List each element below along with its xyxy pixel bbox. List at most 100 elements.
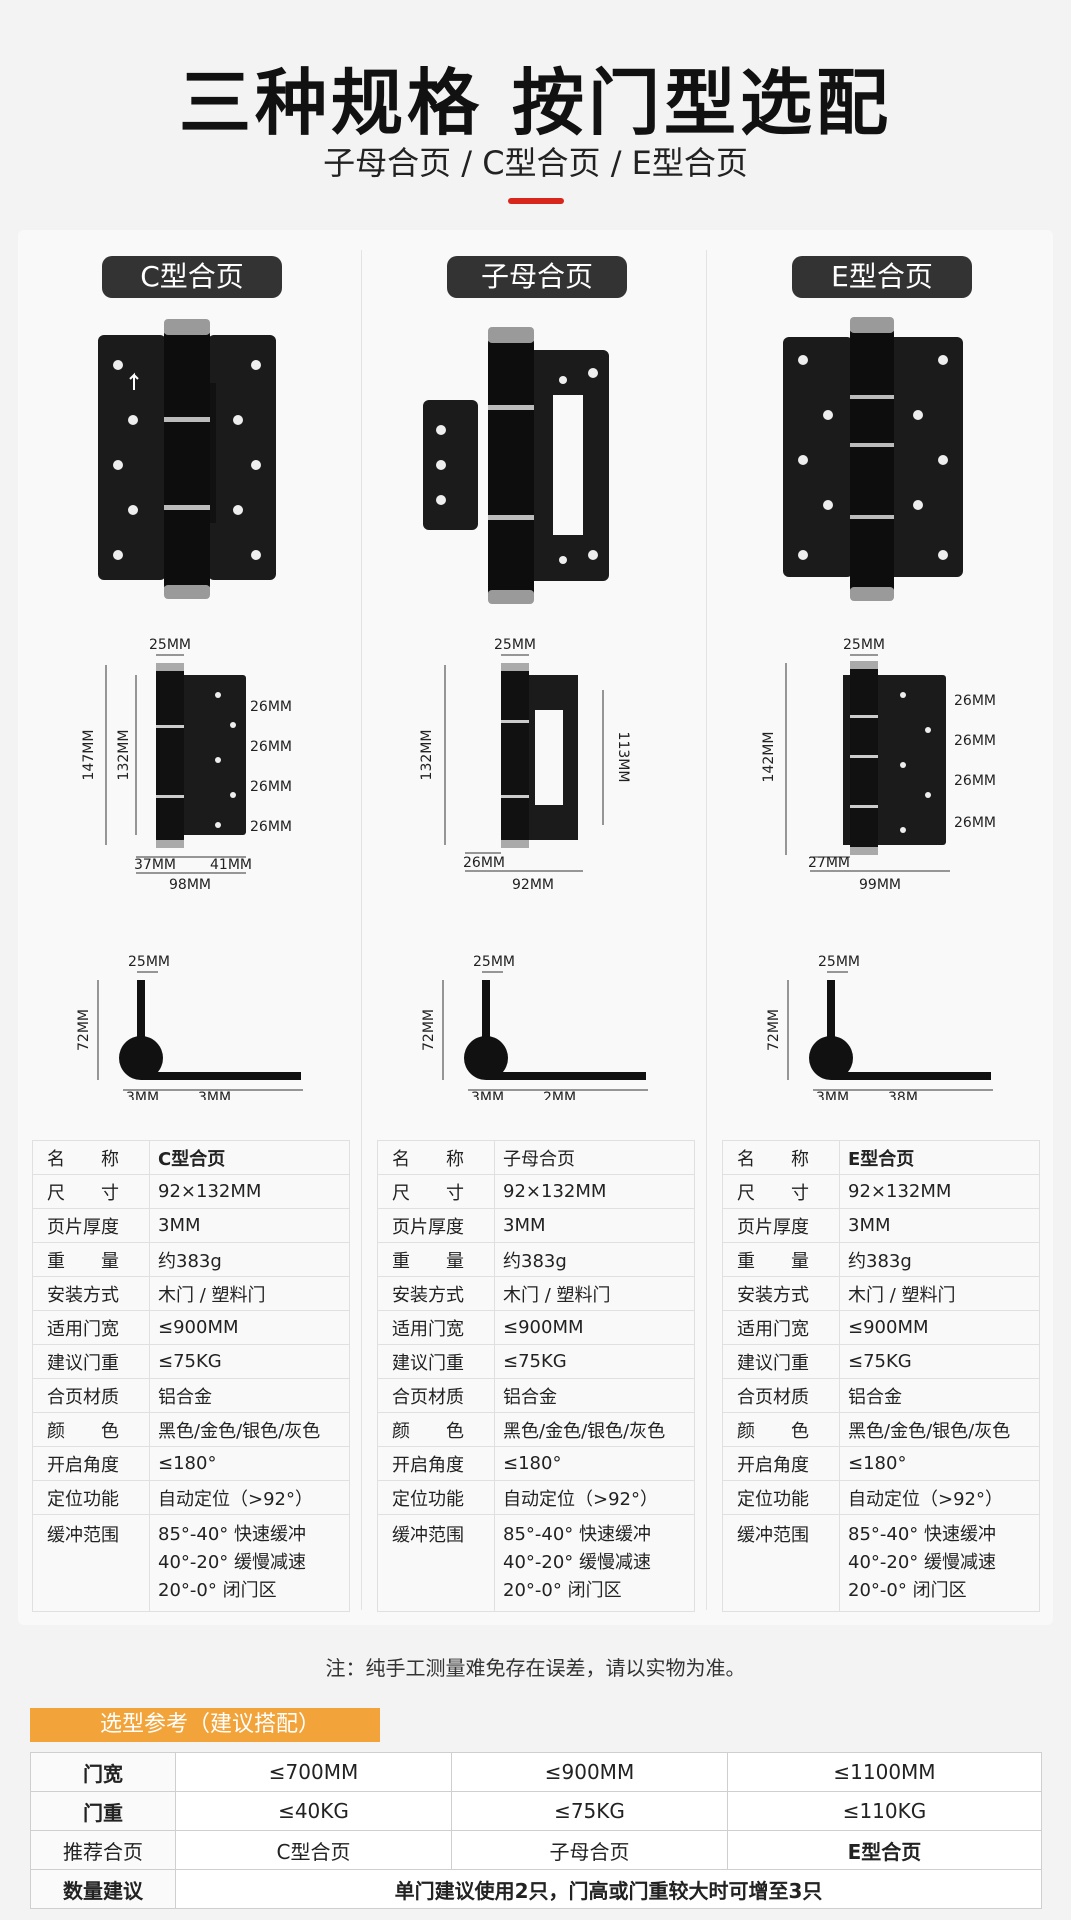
dim-spacing: 26MM (954, 733, 996, 749)
spec-row: 颜 色黑色/金色/银色/灰色 (377, 1412, 695, 1447)
spec-row: 适用门宽≤900MM (377, 1310, 695, 1345)
dim-spacing: 26MM (250, 699, 292, 715)
hinge-label: E型合页 (792, 256, 972, 298)
e-hinge-dimension-drawing: 25MM 142MM 26MM 26MM 26MM 26MM 27MM 99MM (761, 637, 996, 893)
c-hinge-photo (98, 319, 276, 599)
hinge-leaf-right (208, 335, 276, 580)
dim-spacing: 26MM (250, 819, 292, 835)
table-row: 门重 ≤40KG ≤75KG ≤110KG (30, 1791, 1043, 1831)
table-row: 数量建议 单门建议使用2只，门高或门重较大时可增至3只 (30, 1869, 1042, 1909)
arrow-up-icon (129, 372, 139, 390)
mother-child-dimension-drawing: 25MM 132MM 113MM 26MM 92MM (419, 637, 631, 893)
profile-top: 25MM (128, 954, 170, 970)
spec-row: 开启角度≤180° (32, 1446, 350, 1481)
dim-width-top: 25MM (494, 637, 536, 653)
barrel-cap-bottom (850, 587, 894, 601)
column-divider (706, 250, 707, 1610)
column-e-hinge: E型合页 25MM 142MM 26MM (708, 230, 1048, 1625)
barrel-cap-top (488, 327, 534, 343)
dim-spacing: 26MM (954, 693, 996, 709)
dim-height-inner: 132MM (116, 730, 132, 781)
dim-width-top: 25MM (149, 637, 191, 653)
table-row: 门宽 ≤700MM ≤900MM ≤1100MM (30, 1752, 1043, 1792)
spec-row: 安装方式木门 / 塑料门 (377, 1276, 695, 1311)
e-hinge-photo (783, 317, 963, 601)
spec-row: 名 称子母合页 (377, 1140, 695, 1175)
hinge-leaf-right (888, 337, 963, 577)
dim-spacing: 26MM (954, 815, 996, 831)
mother-child-hinge-photo (423, 327, 609, 604)
spec-row: 适用门宽≤900MM (722, 1310, 1040, 1345)
barrel-ring (164, 505, 210, 510)
barrel-cap-top (850, 317, 894, 333)
reference-heading: 选型参考（建议搭配） (30, 1708, 380, 1742)
measurement-note: 注：纯手工测量难免存在误差，请以实物为准。 (325, 1656, 746, 1680)
spec-row: 安装方式木门 / 塑料门 (32, 1276, 350, 1311)
dim-bottom-left: 27MM (808, 855, 850, 871)
spec-row: 定位功能自动定位（>92°） (32, 1480, 350, 1515)
c-hinge-profile-drawing: 25MM 72MM 3MM 3MM (76, 954, 303, 1100)
spec-row: 开启角度≤180° (377, 1446, 695, 1481)
dim-bottom-right: 41MM (210, 857, 252, 873)
spec-row: 重 量约383g (722, 1242, 1040, 1277)
column-c-hinge: C型合页 (18, 230, 358, 1625)
profile-right: 2MM (543, 1090, 576, 1100)
hinge-leaf-right (533, 350, 609, 581)
column-mother-child-hinge: 子母合页 25MM 132MM 113MM 26M (363, 230, 703, 1625)
barrel-cap-bottom (488, 590, 534, 604)
hinge-leaf-left (423, 400, 478, 530)
hinge-leaf-left (98, 335, 166, 580)
profile-left: 3MM (471, 1090, 504, 1100)
spec-row: 建议门重≤75KG (377, 1344, 695, 1379)
spec-row: 定位功能自动定位（>92°） (722, 1480, 1040, 1515)
profile-height: 72MM (421, 1009, 437, 1051)
barrel-cap-top (164, 319, 210, 335)
dim-height-outer: 142MM (761, 732, 777, 783)
page-title: 三种规格 按门型选配 (178, 61, 893, 145)
spec-row: 合页材质铝合金 (32, 1378, 350, 1413)
c-hinge-dimension-drawing: 25MM 147MM 132MM 26MM 26MM 26MM 26MM 37M… (81, 637, 292, 893)
page-subtitle: 子母合页 / C型合页 / E型合页 (323, 144, 748, 182)
spec-row: 颜 色黑色/金色/银色/灰色 (722, 1412, 1040, 1447)
hinge-barrel (488, 333, 534, 601)
spec-row: 重 量约383g (377, 1242, 695, 1277)
dim-spacing: 26MM (250, 779, 292, 795)
spec-row: 定位功能自动定位（>92°） (377, 1480, 695, 1515)
mother-child-profile-drawing: 25MM 72MM 3MM 2MM (421, 954, 648, 1100)
profile-left: 3MM (126, 1090, 159, 1100)
profile-right: 38M (888, 1090, 918, 1100)
hinge-comparison-panel: C型合页 (18, 230, 1053, 1625)
profile-height: 72MM (76, 1009, 92, 1051)
dim-bottom-left: 26MM (463, 855, 505, 871)
profile-left: 3MM (816, 1090, 849, 1100)
barrel-ring (164, 417, 210, 422)
spec-row: 适用门宽≤900MM (32, 1310, 350, 1345)
dim-spacing: 26MM (250, 739, 292, 755)
spec-row: 颜 色黑色/金色/银色/灰色 (32, 1412, 350, 1447)
dim-width-top: 25MM (843, 637, 885, 653)
spec-row: 合页材质铝合金 (722, 1378, 1040, 1413)
hinge-barrel (850, 323, 894, 598)
e-hinge-profile-drawing: 25MM 72MM 3MM 38M (766, 954, 993, 1100)
spec-row: 重 量约383g (32, 1242, 350, 1277)
profile-top: 25MM (818, 954, 860, 970)
dim-height-outer: 147MM (81, 730, 97, 781)
profile-top: 25MM (473, 954, 515, 970)
spec-row: 开启角度≤180° (722, 1446, 1040, 1481)
profile-height: 72MM (766, 1009, 782, 1051)
table-row: 推荐合页 C型合页 子母合页 E型合页 (30, 1830, 1043, 1870)
